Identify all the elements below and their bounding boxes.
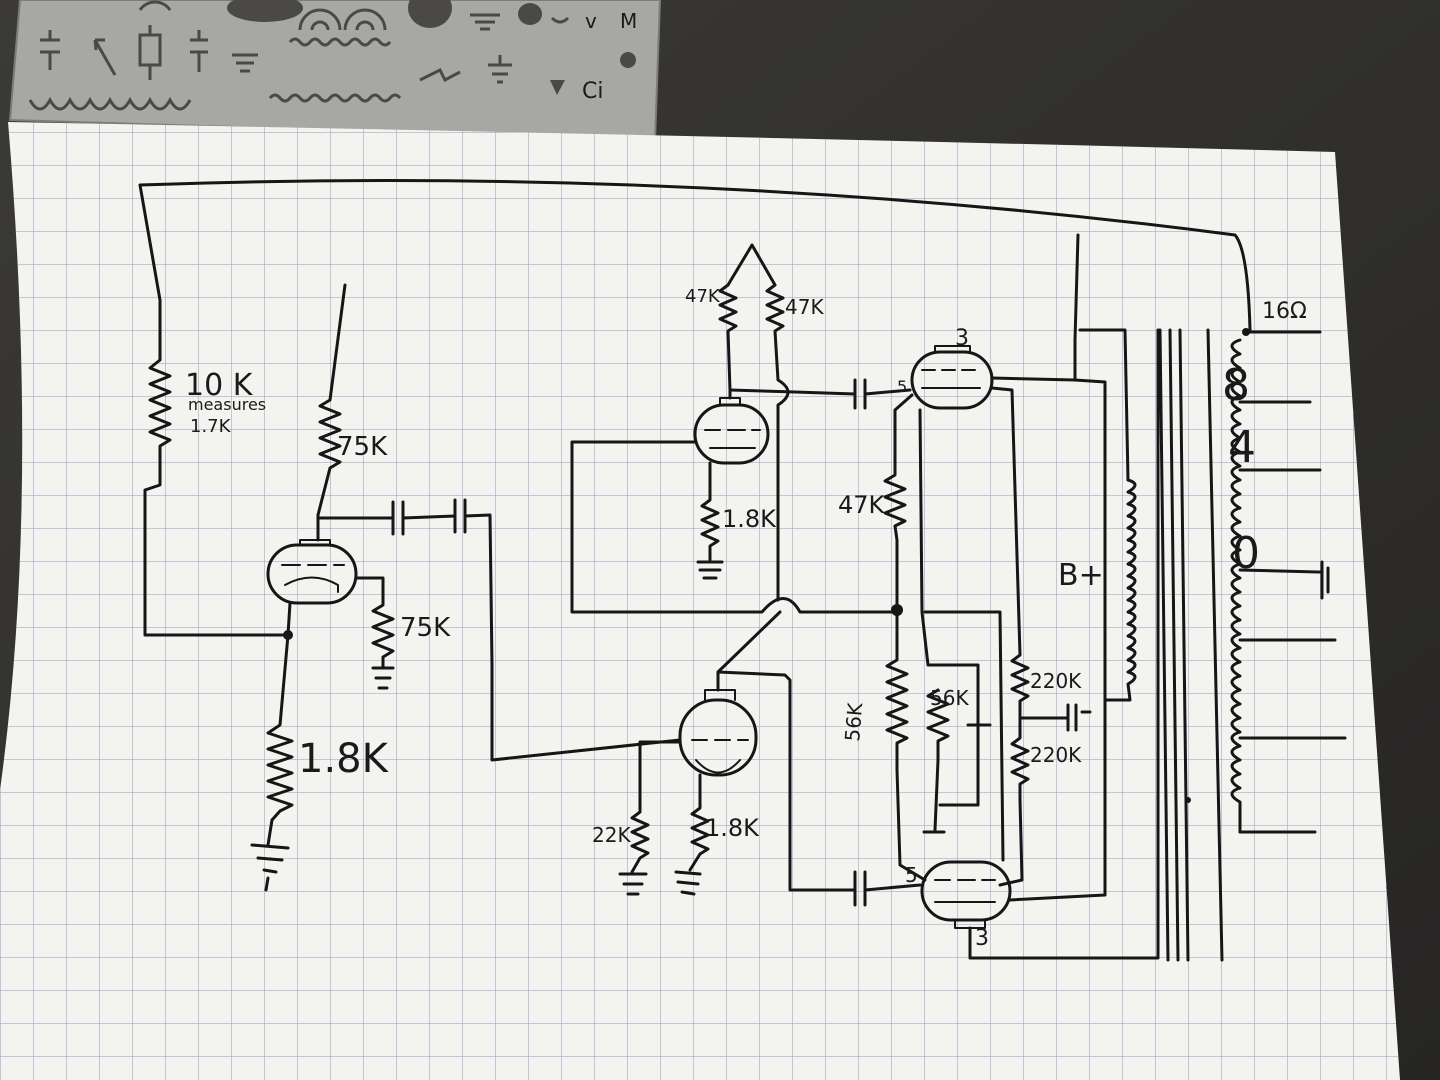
coupling-capacitors: [316, 498, 682, 762]
stencil-letter-m: M: [620, 9, 637, 33]
resistor-1-8k-cathode3: [674, 773, 710, 896]
bias-cap-ground: [1018, 703, 1092, 732]
ground-0-tap: [1316, 560, 1330, 600]
schematic: 10 K measures 1.7K 75K 75K 1.8K: [138, 179, 1347, 962]
label-r-1-8k-cathode1: 1.8K: [298, 736, 390, 782]
resistor-56k-b: [918, 408, 980, 834]
output-tube-bottom: [920, 860, 1012, 929]
v2b-plate-wire: [716, 610, 922, 907]
resistor-1-8k-cathode1: [250, 601, 294, 892]
label-pin-top-5: 5: [897, 377, 907, 396]
label-out-0: 0: [1232, 528, 1260, 579]
output-tube-top: [910, 345, 994, 410]
label-r-1-8k-cathode2: 1.8K: [722, 505, 777, 533]
resistor-47k-left: [718, 283, 738, 400]
label-r-220k-top: 220K: [1030, 669, 1082, 693]
label-r-75k-grid: 75K: [400, 613, 451, 643]
junction-bias: [891, 604, 903, 616]
label-r-220k-bottom: 220K: [1030, 743, 1082, 767]
plate-feed-split: [726, 243, 777, 287]
label-r-56k-a: 56K: [840, 701, 867, 742]
resistor-75k-grid: [354, 576, 395, 690]
resistor-1-8k-cathode2: [696, 461, 724, 580]
stencil-cutouts: [227, 0, 636, 95]
label-out-8: 8: [1222, 360, 1250, 411]
junction-16-tap: [1242, 328, 1250, 336]
ot-primary-winding: [1103, 478, 1137, 702]
stencil-letter-v: v: [585, 9, 597, 33]
resistor-56k-a: [885, 610, 927, 882]
label-r-22k: 22K: [592, 823, 631, 847]
label-r-47k-left: 47K: [685, 286, 721, 307]
plate-wires-ot: [968, 233, 1160, 960]
label-r-10k: 10 K: [185, 368, 254, 403]
stencil-symbols: [28, 0, 570, 111]
resistor-10k: [143, 298, 290, 637]
label-r-10k-note2: 1.7K: [190, 416, 232, 437]
tube-v2b: [678, 689, 758, 777]
resistor-220k-bottom: [998, 716, 1030, 887]
ot-core: [1158, 328, 1224, 962]
label-pin-bottom-5: 5: [905, 863, 918, 887]
resistor-47k-mid: [883, 393, 914, 614]
label-b-plus: B+: [1058, 558, 1104, 593]
resistor-22k: [618, 740, 682, 896]
v2a-grid-loop: [570, 440, 902, 614]
feedback-wire: [138, 179, 1252, 332]
label-r-56k-b: 56K: [930, 686, 969, 710]
v2a-plate-wire: [728, 378, 912, 410]
label-r-47k-mid: 47K: [838, 491, 886, 519]
label-r-1-8k-cathode3: 1.8K: [705, 814, 760, 842]
graph-paper: [0, 122, 1400, 1080]
label-out-16: 16Ω: [1262, 299, 1307, 324]
label-r-10k-note1: measures: [188, 395, 266, 414]
bias-return: [923, 610, 1005, 862]
resistor-47k-right: [765, 283, 790, 602]
label-pin-bottom-3: 3: [975, 926, 989, 951]
resistor-75k-plate: [316, 283, 347, 517]
stencil-letter-ci: Ci: [582, 79, 603, 104]
ot-secondary-winding: [1230, 338, 1242, 834]
label-pin-top-3: 3: [955, 326, 969, 351]
tube-v2a: [693, 397, 770, 465]
ot-taps: [1238, 330, 1347, 834]
drafting-stencil: v M Ci: [8, 0, 662, 142]
label-out-4: 4: [1228, 422, 1256, 473]
ot-phase-dot: [1185, 797, 1191, 803]
label-r-47k-right: 47K: [785, 295, 824, 319]
label-r-75k-plate: 75K: [337, 432, 388, 462]
resistor-220k-top: [990, 386, 1030, 720]
